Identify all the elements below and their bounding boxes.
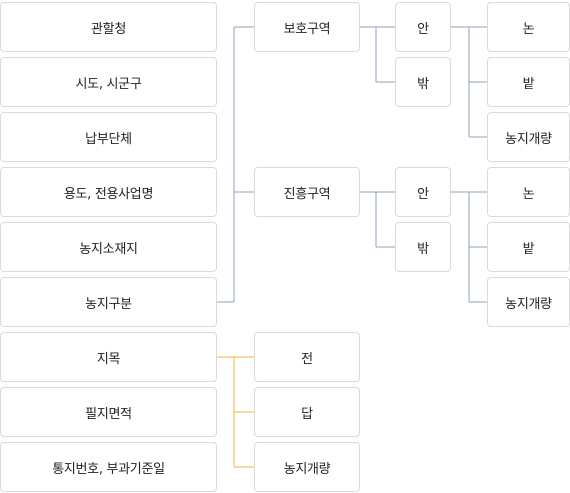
category-parcel-area-box: 필지면적 [0, 387, 217, 437]
zone-promotion-box: 진흥구역 [254, 167, 360, 217]
protection-outside-box: 밖 [395, 57, 451, 107]
land-category-dry-field-box: 전 [254, 332, 360, 382]
category-land-use-box: 지목 [0, 332, 217, 382]
category-region-box: 시도, 시군구 [0, 57, 217, 107]
category-usage-box: 용도, 전용사업명 [0, 167, 217, 217]
category-jurisdiction-box: 관할청 [0, 2, 217, 52]
category-notice-box: 통지번호, 부과기준일 [0, 442, 217, 492]
zone-protection-box: 보호구역 [254, 2, 360, 52]
protection-improvement-box: 농지개량 [487, 112, 570, 162]
land-category-improvement-box: 농지개량 [254, 442, 360, 492]
land-category-paddy-box: 답 [254, 387, 360, 437]
land-category-connectors [217, 356, 254, 468]
protection-inside-box: 안 [395, 2, 451, 52]
promotion-paddy-box: 논 [487, 167, 570, 217]
category-location-box: 농지소재지 [0, 222, 217, 272]
protection-field-box: 밭 [487, 57, 570, 107]
category-farmland-type-box: 농지구분 [0, 277, 217, 327]
promotion-improvement-box: 농지개량 [487, 277, 570, 327]
protection-paddy-box: 논 [487, 2, 570, 52]
promotion-outside-box: 밖 [395, 222, 451, 272]
promotion-inside-box: 안 [395, 167, 451, 217]
promotion-field-box: 밭 [487, 222, 570, 272]
category-payer-box: 납부단체 [0, 112, 217, 162]
